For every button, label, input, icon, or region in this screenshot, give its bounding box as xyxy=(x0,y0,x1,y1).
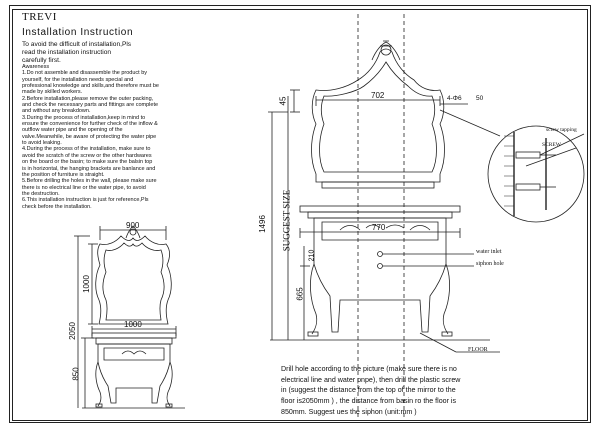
dim-floor-height: 665 xyxy=(295,287,305,301)
notes-line: outflow water pipe and the opening of th… xyxy=(22,127,123,134)
dim-cabinet-width: 1000 xyxy=(124,320,142,329)
intro-line: read the installation instruction xyxy=(22,49,112,56)
intro-text: To avoid the difficult of installation,P… xyxy=(22,41,131,65)
dim-cabinet-height: 850 xyxy=(71,367,81,381)
notes-line: 4.During the process of the installation… xyxy=(22,146,151,153)
drill-instruction: Drill hole according to the picture (mak… xyxy=(281,364,460,417)
notes-line: Awareness xyxy=(22,64,50,70)
screw-detail-drawing xyxy=(487,125,585,223)
notes-line: 6.This installation instruction is just … xyxy=(22,197,149,204)
notes-line: the position of furniture is straight. xyxy=(22,171,105,178)
notes-line: to avoid leaking. xyxy=(22,140,62,147)
screw-label: SCREW xyxy=(542,142,561,148)
screw-tapping-label: screw tapping xyxy=(546,127,577,133)
water-inlet-label: water inlet xyxy=(476,249,502,255)
notes-line: ensure the convenience for further check… xyxy=(22,121,158,128)
intro-line: To avoid the difficult of installation,P… xyxy=(22,41,132,48)
dim-side-height: 210 xyxy=(308,249,316,262)
notes-line: on the board or the basin; to make sure … xyxy=(22,159,153,166)
dim-mirror-height: 1000 xyxy=(81,275,91,293)
dim-top-offset: 45 xyxy=(278,96,288,106)
notes-line: 5.Before drilling the holes in the wall,… xyxy=(22,178,157,185)
page-title: Installation Instruction xyxy=(22,27,134,38)
notes-line: yourself, for the installation needs spe… xyxy=(22,76,134,83)
notes-line: 2.Before installation,please remove the … xyxy=(22,95,154,102)
notes-line: valve.Meanwhile, be aware of protecting … xyxy=(22,133,157,140)
left-elevation-drawing xyxy=(74,225,185,409)
dim-basin-width: 770 xyxy=(372,223,386,232)
dim-total-height: 2050 xyxy=(67,322,77,340)
notes-line: check before the installation. xyxy=(22,203,92,210)
floor-label: FLOOR xyxy=(468,347,488,353)
notes-line: professional knowledge and skills,and th… xyxy=(22,83,159,90)
notes-line: made by skilled workers. xyxy=(22,89,83,96)
notes-line: and without any breakdown. xyxy=(22,108,91,115)
drill-line: in (suggest the distance from the top of… xyxy=(281,386,456,395)
right-elevation-drawing xyxy=(268,14,501,420)
notes-line: is in horizontal, the hanging brackets a… xyxy=(22,165,156,172)
drill-line: 850mm. Suggest ues the siphon (unit:mm ) xyxy=(281,407,417,416)
dim-mirror-width: 900 xyxy=(126,221,140,230)
notes-line: 3.During the process of installation,kee… xyxy=(22,114,146,121)
intro-line: carefully first. xyxy=(22,57,61,64)
siphon-hole-label: siphon hole xyxy=(476,261,504,267)
drill-line: electrical line and water pnpe), then dr… xyxy=(281,375,461,384)
notes-line: there is no electrical line or the water… xyxy=(22,184,146,191)
page-border-outer xyxy=(9,5,591,423)
dim-total-height-right: 1496 xyxy=(257,215,267,233)
notes-line: avoid the scratch of the screw or the ot… xyxy=(22,152,152,159)
notes-line: the destruction. xyxy=(22,190,60,197)
awareness-notes: Awareness 1.Do not assemble and disassem… xyxy=(22,64,159,210)
drill-line: floor is2050mm ) , the distance from bas… xyxy=(281,397,457,406)
dim-bracket-spec: 4-Φ6 xyxy=(447,95,462,102)
notes-line: 1.Do not assemble and disassemble the pr… xyxy=(22,70,148,77)
drill-line: Drill hole according to the picture (mak… xyxy=(281,365,457,373)
brand-name: TREVI xyxy=(22,11,57,23)
notes-line: and check the necessary parts and fittin… xyxy=(22,102,159,109)
suggest-size-label: SUGGEST SIZE xyxy=(281,189,292,252)
dim-bracket-span: 702 xyxy=(371,91,385,100)
page-border-inner xyxy=(12,9,588,421)
dim-bracket-gap: 50 xyxy=(476,95,484,102)
